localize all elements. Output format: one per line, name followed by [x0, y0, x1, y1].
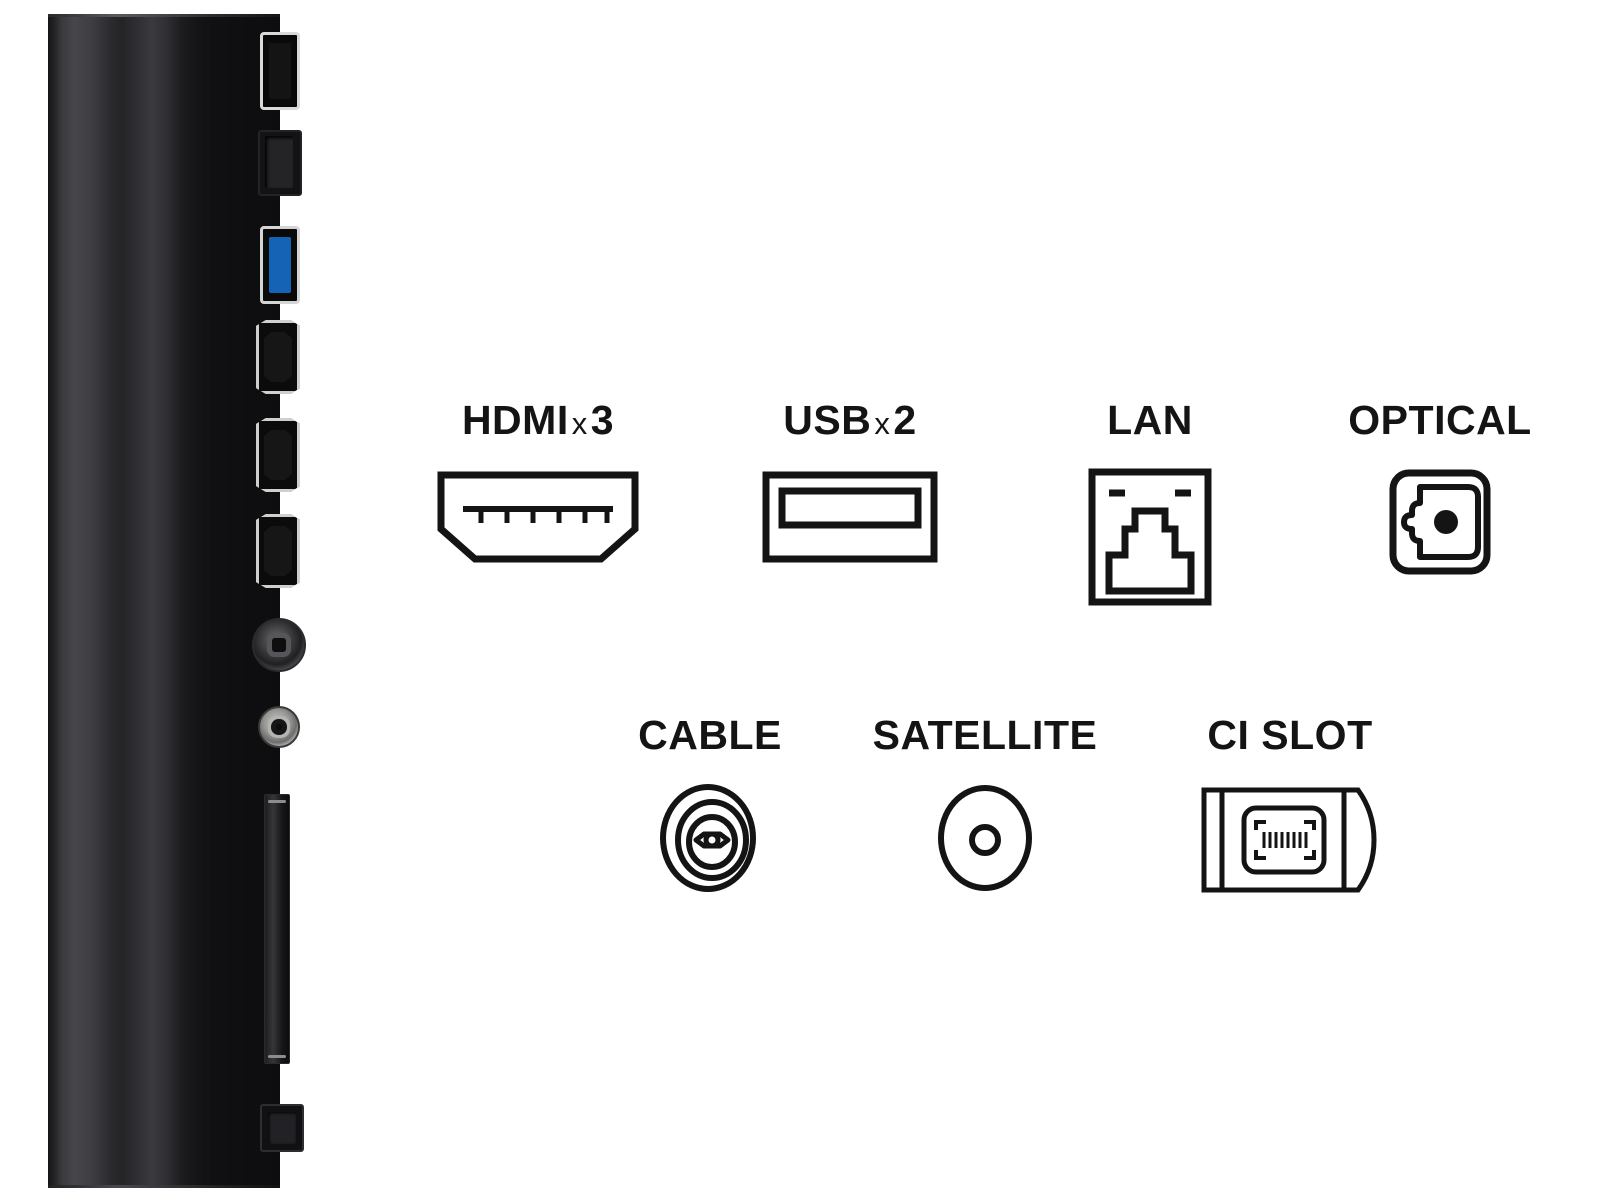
usb-icon-wrap — [720, 467, 980, 567]
hdmi-inner — [264, 526, 292, 576]
usb-label: USBx2 — [720, 400, 980, 441]
hdmi-icon — [437, 471, 639, 563]
cable-coax-icon — [660, 784, 756, 892]
tv-side-panel-photo — [0, 0, 306, 1200]
physical-optical-port — [260, 1104, 304, 1152]
hdmi-label: HDMIx3 — [408, 400, 668, 441]
physical-hdmi-port-3 — [256, 514, 300, 588]
optical-icon — [1389, 469, 1491, 575]
connectivity-item-satellite: SATELLITE — [835, 715, 1135, 894]
connectivity-item-usb: USBx2 — [720, 400, 980, 567]
lan-label-text: LAN — [1107, 397, 1193, 443]
ci-slot-icon-wrap — [1140, 782, 1440, 898]
physical-ci-slot — [264, 794, 290, 1064]
hdmi-count: 3 — [590, 397, 615, 443]
physical-hdmi-port-1 — [256, 320, 300, 394]
cable-icon-wrap — [580, 782, 840, 894]
usb-multiplier-symbol: x — [874, 406, 891, 441]
ci-slot-label: CI SLOT — [1140, 715, 1440, 756]
lan-label: LAN — [1030, 400, 1270, 441]
hdmi-label-text: HDMI — [461, 397, 569, 443]
optical-icon-wrap — [1305, 467, 1575, 577]
optical-label: OPTICAL — [1305, 400, 1575, 441]
usb-count: 2 — [893, 397, 917, 443]
tv-bezel — [48, 14, 306, 1188]
hdmi-inner — [264, 430, 292, 480]
satellite-label-text: SATELLITE — [872, 712, 1098, 758]
cable-label-text: CABLE — [638, 712, 782, 758]
usb3-port-inner — [269, 237, 291, 293]
connectivity-icon-grid: HDMIx3 USBx2 — [380, 0, 1600, 1200]
optical-label-text: OPTICAL — [1348, 397, 1532, 443]
physical-lan-port — [258, 130, 302, 196]
physical-usb3-port — [260, 226, 300, 304]
usb-port-inner — [269, 43, 291, 99]
optical-port-inner — [268, 1112, 296, 1144]
connectivity-item-lan: LAN — [1030, 400, 1270, 607]
cable-label: CABLE — [580, 715, 840, 756]
connectivity-item-optical: OPTICAL — [1305, 400, 1575, 577]
physical-hdmi-port-2 — [256, 418, 300, 492]
physical-cable-coax-port — [252, 618, 306, 672]
usb-icon — [762, 471, 938, 563]
lan-port-inner — [265, 136, 293, 188]
usb-label-text: USB — [783, 397, 872, 443]
satellite-icon-wrap — [835, 782, 1135, 894]
hdmi-icon-wrap — [408, 467, 668, 567]
satellite-label: SATELLITE — [835, 715, 1135, 756]
connectivity-item-ci-slot: CI SLOT — [1140, 715, 1440, 898]
physical-usb-port — [260, 32, 300, 110]
physical-satellite-coax-port — [258, 706, 300, 748]
hdmi-inner — [264, 332, 292, 382]
lan-icon — [1088, 468, 1212, 606]
physical-port-column — [208, 14, 306, 1188]
ci-slot-label-text: CI SLOT — [1207, 712, 1373, 758]
connectivity-item-hdmi: HDMIx3 — [408, 400, 668, 567]
satellite-coax-icon — [938, 785, 1032, 891]
hdmi-multiplier-symbol: x — [571, 406, 588, 441]
lan-icon-wrap — [1030, 467, 1270, 607]
connectivity-item-cable: CABLE — [580, 715, 840, 894]
ci-slot-icon — [1201, 787, 1377, 893]
